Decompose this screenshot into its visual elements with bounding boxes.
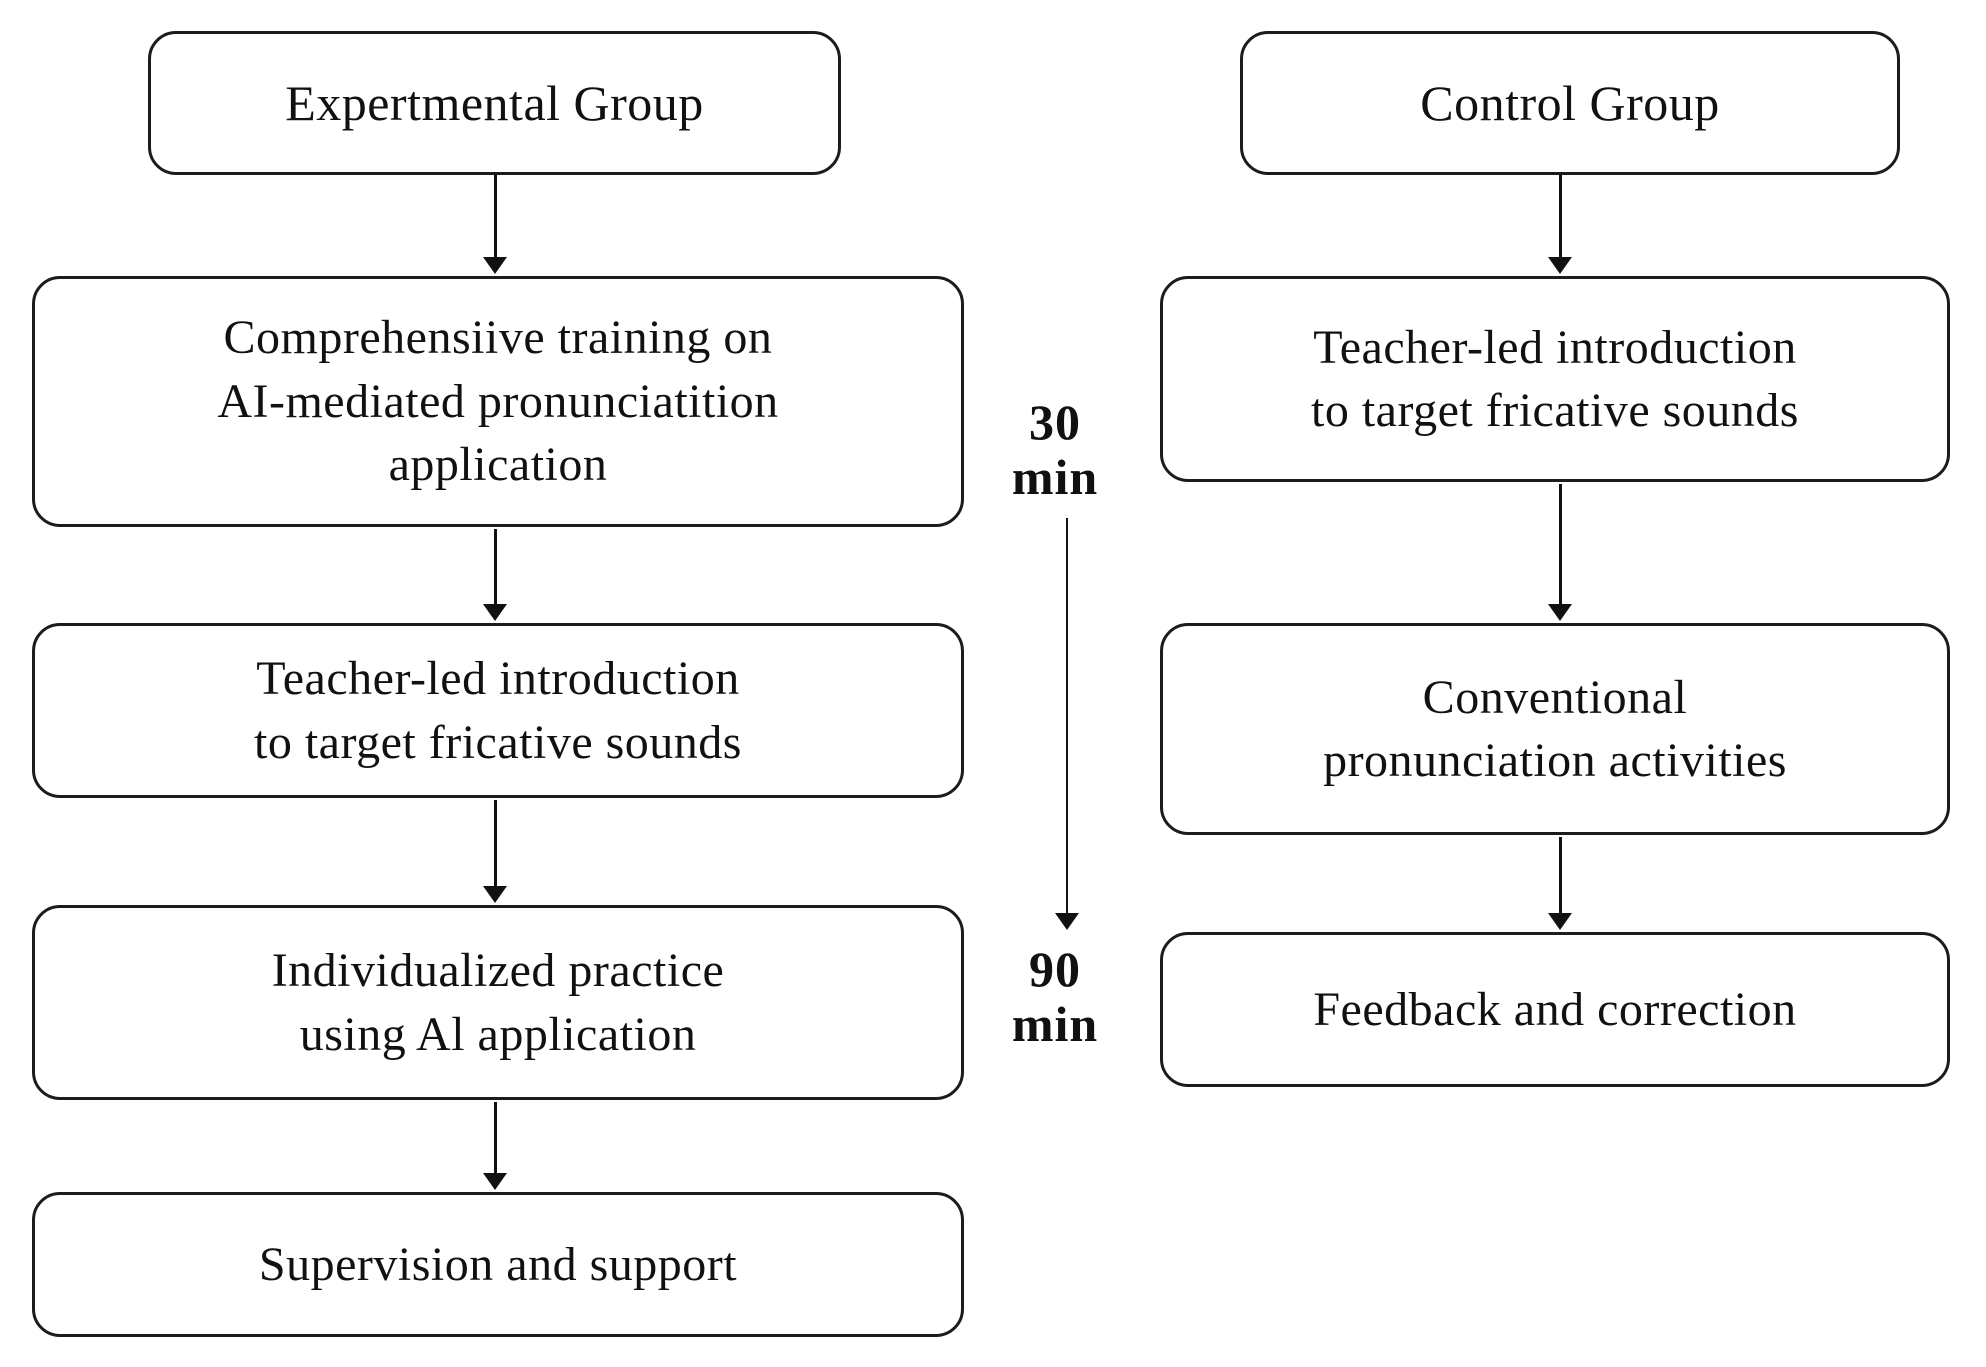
- timeline-arrow: [1054, 518, 1080, 930]
- arrow-experimental-2: [482, 529, 508, 621]
- arrow-shaft: [1558, 484, 1562, 604]
- timeline-end-label: 90 min: [1011, 941, 1099, 1052]
- control-step-teacher-led-box: Teacher-led introduction to target frica…: [1160, 276, 1950, 482]
- timeline-start-label: 30 min: [1011, 394, 1099, 505]
- arrow-experimental-4: [482, 1102, 508, 1190]
- arrow-head-icon: [1055, 913, 1079, 930]
- experimental-step-teacher-led-box: Teacher-led introduction to target frica…: [32, 623, 964, 798]
- arrow-shaft: [1558, 174, 1562, 257]
- arrow-head-icon: [1548, 604, 1572, 621]
- arrow-head-icon: [483, 1173, 507, 1190]
- experimental-step-training-box: Comprehensiive training on AI-mediated p…: [32, 276, 964, 527]
- arrow-head-icon: [1548, 913, 1572, 930]
- arrow-shaft: [1065, 518, 1069, 913]
- arrow-head-icon: [483, 257, 507, 274]
- experimental-group-header-box: Expertmental Group: [148, 31, 841, 175]
- arrow-head-icon: [483, 886, 507, 903]
- arrow-experimental-1: [482, 174, 508, 274]
- arrow-control-3: [1547, 837, 1573, 930]
- arrow-control-2: [1547, 484, 1573, 621]
- control-group-header-box: Control Group: [1240, 31, 1900, 175]
- control-step-feedback-box: Feedback and correction: [1160, 932, 1950, 1087]
- arrow-head-icon: [1548, 257, 1572, 274]
- experimental-step-supervision-box: Supervision and support: [32, 1192, 964, 1337]
- arrow-shaft: [493, 174, 497, 257]
- arrow-shaft: [1558, 837, 1562, 913]
- arrow-shaft: [493, 529, 497, 604]
- experimental-step-practice-box: Individualized practice using Al applica…: [32, 905, 964, 1100]
- arrow-experimental-3: [482, 800, 508, 903]
- arrow-control-1: [1547, 174, 1573, 274]
- arrow-head-icon: [483, 604, 507, 621]
- control-step-conventional-box: Conventional pronunciation activities: [1160, 623, 1950, 835]
- arrow-shaft: [493, 800, 497, 886]
- arrow-shaft: [493, 1102, 497, 1173]
